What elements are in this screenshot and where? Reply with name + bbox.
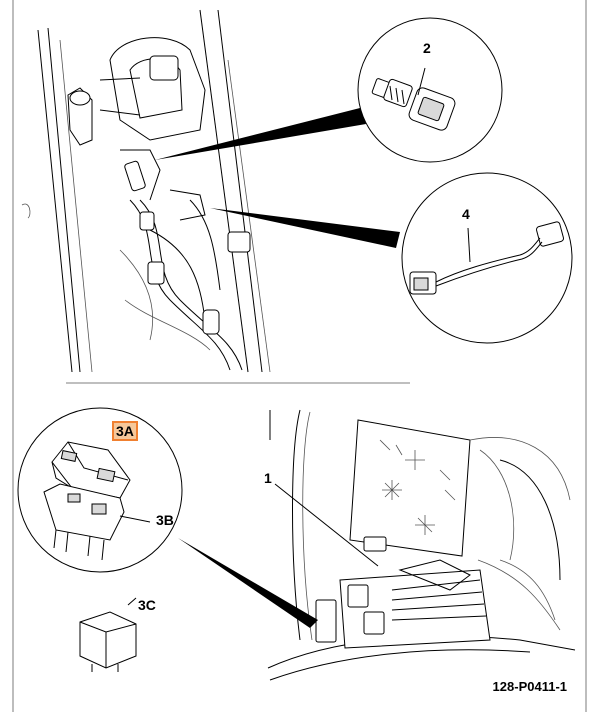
- callout-label-1: 1: [264, 470, 272, 486]
- detail-2-circle: [357, 17, 503, 163]
- right-frame-edge: [585, 0, 587, 712]
- callout-1-leader: [274, 483, 379, 567]
- callout-label-3c: 3C: [138, 597, 156, 613]
- detail-3-leader: [178, 538, 318, 628]
- detail-4-leader: [210, 208, 400, 248]
- callout-label-3a: 3A: [112, 421, 138, 441]
- left-frame-edge: [12, 0, 14, 712]
- callout-label-3b: 3B: [156, 512, 174, 528]
- detail-2-leader: [155, 108, 366, 160]
- machine-frame-drawing: [21, 9, 410, 384]
- document-id: 128-P0411-1: [492, 679, 567, 694]
- control-pattern-icons: [379, 439, 456, 535]
- cab-console-drawing: [267, 409, 576, 681]
- relay-3c: [79, 597, 137, 672]
- callout-label-2: 2: [423, 40, 431, 56]
- detail-4-circle: [401, 172, 573, 344]
- detail-3-circle: [17, 407, 183, 573]
- callout-label-4: 4: [462, 206, 470, 222]
